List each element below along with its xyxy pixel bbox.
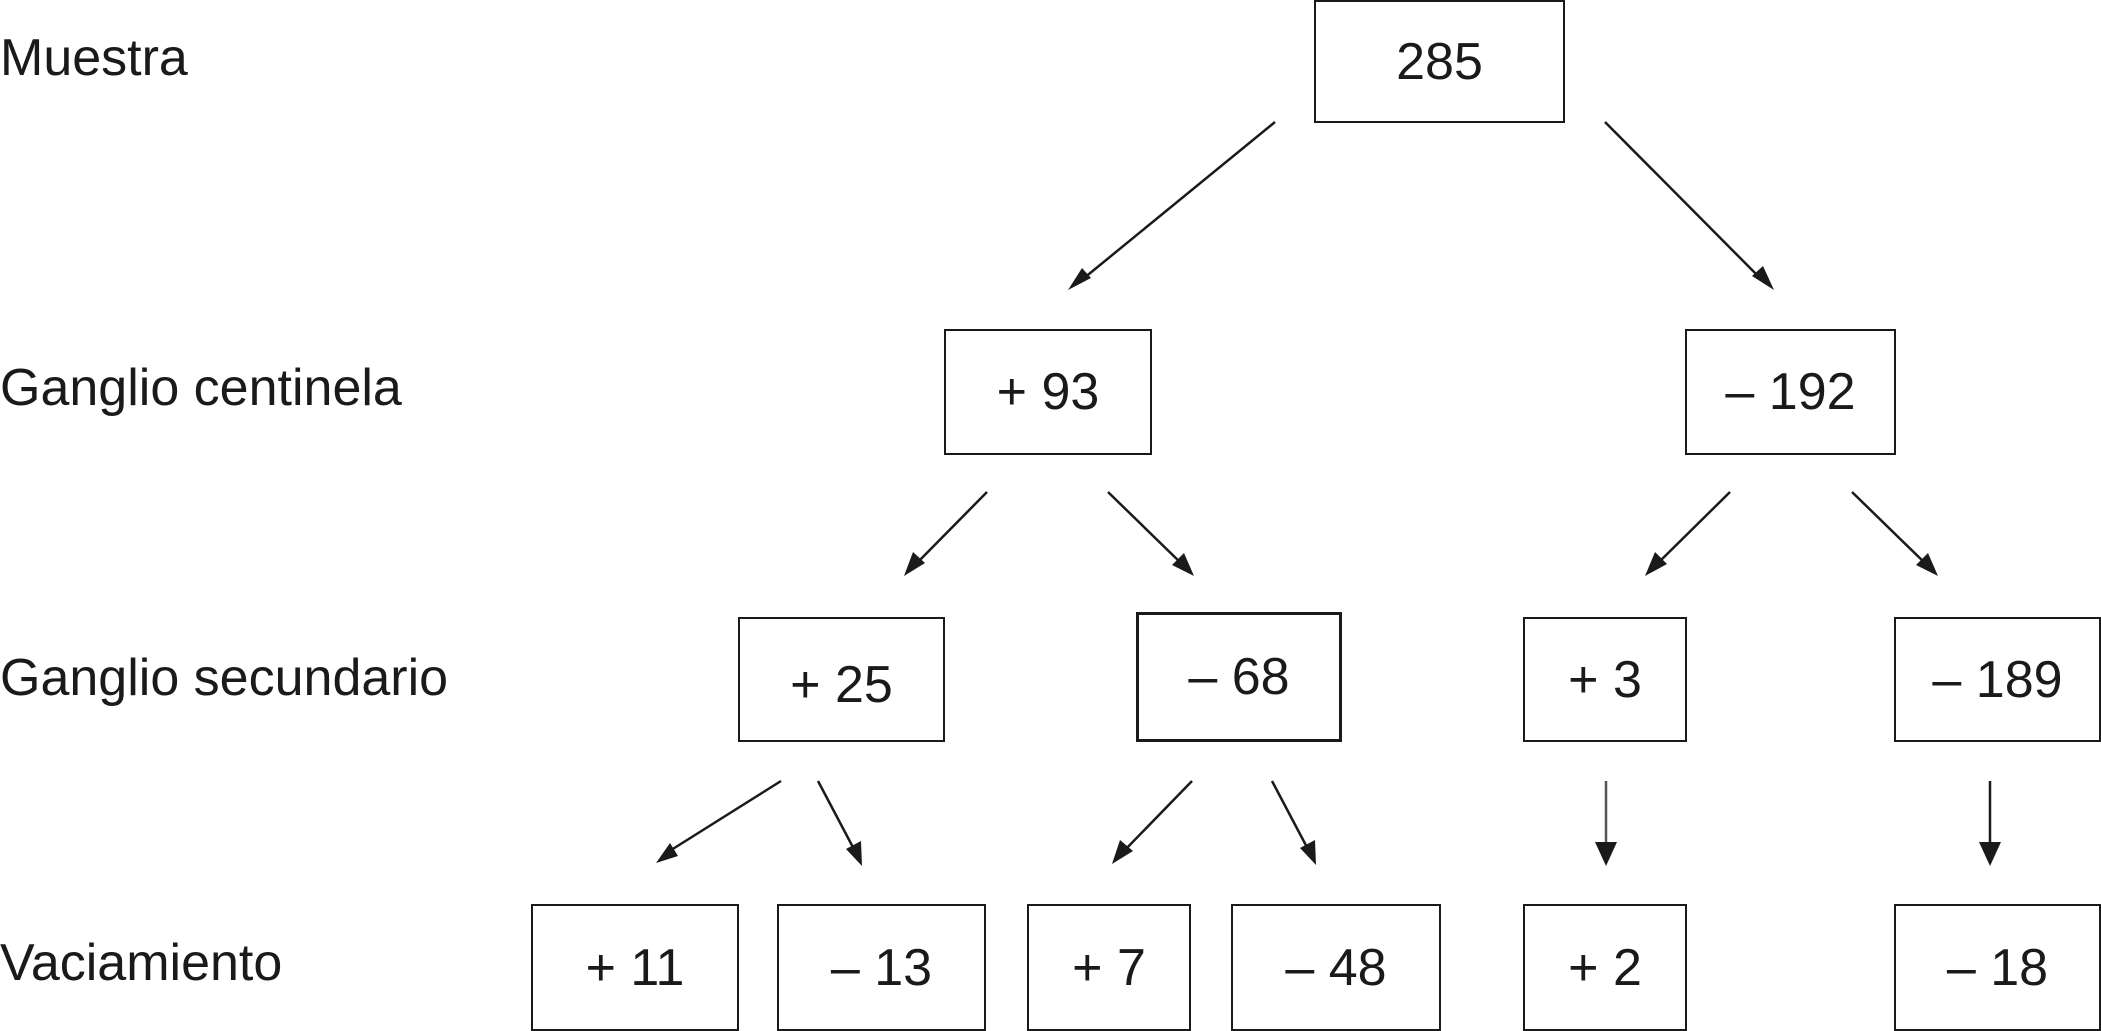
node-secundario-negative-b: – 189	[1894, 617, 2101, 742]
node-vaciamiento-1: + 11	[531, 904, 739, 1031]
node-vaciamiento-4: – 48	[1231, 904, 1441, 1031]
node-secundario-positive-b: + 3	[1523, 617, 1687, 742]
node-vaciamiento-5: + 2	[1523, 904, 1687, 1031]
level-label-ganglio-centinela: Ganglio centinela	[0, 359, 402, 417]
arrowhead	[1112, 840, 1133, 864]
arrow-root-to-centinela-pos	[1077, 121, 1276, 284]
arrow-sec-neg-a-to-vac-4	[1270, 780, 1312, 854]
arrow-centinela-neg-to-sec-pos-b	[1654, 491, 1731, 567]
arrow-root-to-centinela-neg	[1604, 121, 1766, 284]
node-muestra-total: 285	[1314, 0, 1565, 123]
node-centinela-positive: + 93	[944, 329, 1152, 455]
level-label-muestra: Muestra	[0, 29, 188, 87]
arrow-sec-pos-a-to-vac-1	[667, 779, 782, 854]
arrowhead	[904, 552, 925, 576]
arrowhead	[1979, 842, 2001, 866]
node-vaciamiento-6: – 18	[1894, 904, 2101, 1031]
arrowhead	[1300, 840, 1316, 865]
node-secundario-positive-a: + 25	[738, 617, 945, 742]
node-centinela-negative: – 192	[1685, 329, 1896, 455]
arrow-sec-neg-a-to-vac-3	[1121, 780, 1193, 854]
arrowhead	[1752, 266, 1774, 290]
level-label-ganglio-secundario: Ganglio secundario	[0, 649, 449, 707]
arrow-centinela-pos-to-sec-neg-a	[1107, 491, 1185, 567]
node-vaciamiento-2: – 13	[777, 904, 986, 1031]
arrowhead	[1645, 552, 1667, 576]
arrowhead	[1068, 268, 1091, 290]
arrowhead	[846, 841, 862, 866]
arrow-centinela-pos-to-sec-pos-a	[913, 491, 988, 567]
level-label-vaciamiento: Vaciamiento	[0, 934, 283, 992]
arrowhead	[1172, 553, 1194, 576]
arrowhead	[1595, 842, 1617, 866]
arrow-centinela-neg-to-sec-neg-b	[1851, 491, 1929, 567]
arrow-sec-pos-a-to-vac-2	[816, 780, 858, 854]
node-vaciamiento-3: + 7	[1027, 904, 1191, 1031]
arrowhead	[1916, 553, 1938, 576]
node-secundario-negative-a: – 68	[1136, 612, 1342, 742]
arrowhead	[656, 843, 678, 863]
